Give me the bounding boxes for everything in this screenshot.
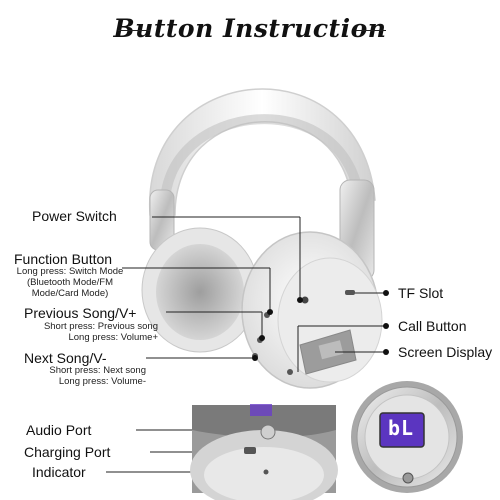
next-song-description: Short press: Next song Long press: Volum… <box>10 365 146 387</box>
previous-song-desc-line: Short press: Previous song <box>43 321 158 332</box>
function-button-desc-line: Long press: Switch Mode <box>16 266 124 277</box>
left-ear-cup <box>141 227 259 353</box>
lcd-display-text: bL <box>388 416 415 440</box>
function-button-desc-line: Mode/Card Mode) <box>31 288 109 299</box>
function-button-desc-line: (Bluetooth Mode/FM <box>26 277 114 288</box>
charging-port-label: Charging Port <box>24 444 111 460</box>
previous-song-label: Previous Song/V+ <box>24 305 137 321</box>
previous-song-description: Short press: Previous song Long press: V… <box>10 321 158 343</box>
function-button-description: Long press: Switch Mode (Bluetooth Mode/… <box>6 266 134 299</box>
tf-slot-label: TF Slot <box>398 285 444 301</box>
right-ear-cup <box>241 231 383 389</box>
indicator-label: Indicator <box>32 464 86 480</box>
page-title: Button Instruction <box>113 14 387 43</box>
title-rule-left <box>118 30 150 31</box>
next-song-desc-line: Long press: Volume- <box>58 376 146 387</box>
function-button-label: Function Button <box>14 251 113 267</box>
display-closeup <box>351 381 463 493</box>
previous-song-desc-line: Long press: Volume+ <box>68 332 158 343</box>
title-rule-right <box>356 30 386 31</box>
call-button-label: Call Button <box>398 318 467 334</box>
next-song-desc-line: Short press: Next song <box>49 365 146 376</box>
audio-port-label: Audio Port <box>26 422 92 438</box>
next-song-label: Next Song/V- <box>24 350 107 366</box>
power-switch-label: Power Switch <box>32 208 117 224</box>
ports-closeup <box>190 404 338 500</box>
screen-display-label: Screen Display <box>398 344 493 360</box>
